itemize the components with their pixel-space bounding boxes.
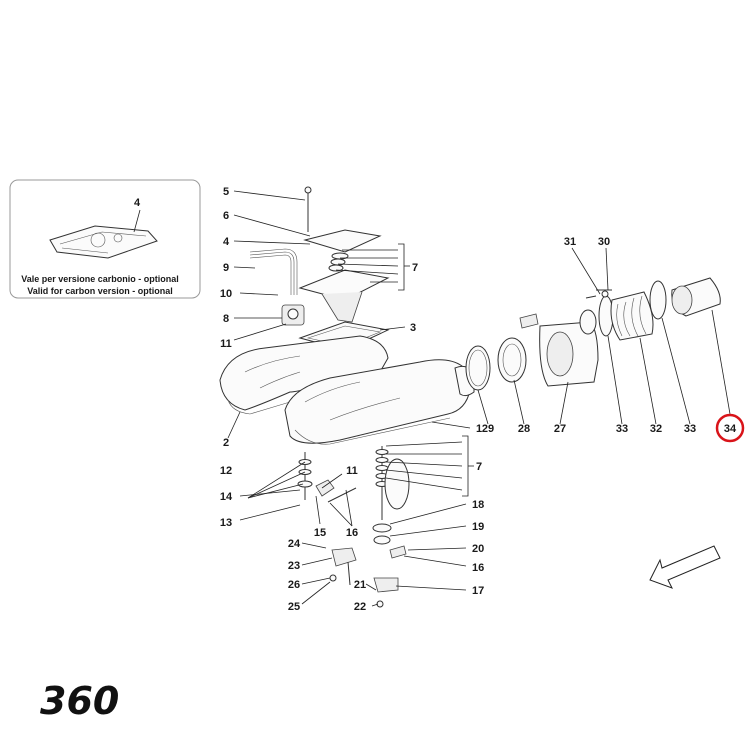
leader-lines: [227, 190, 731, 607]
label-12: 12: [220, 465, 232, 477]
model-badge: 360: [40, 679, 119, 723]
label-33-left: 33: [616, 423, 628, 435]
label-24: 24: [288, 538, 301, 550]
label-16-right: 16: [472, 562, 484, 574]
label-7-upper: 7: [412, 262, 418, 274]
adapter-28: [497, 337, 527, 383]
label-11-lower: 11: [346, 465, 358, 477]
label-11: 11: [220, 338, 232, 350]
label-8: 8: [223, 313, 229, 325]
intake-assembly: [465, 277, 721, 391]
label-29: 29: [482, 423, 494, 435]
label-15: 15: [314, 527, 326, 539]
inset-cover-plate: [49, 225, 158, 259]
inset-carbon-cover: 4 Vale per versione carbonio - optional …: [9, 179, 201, 299]
label-32: 32: [650, 423, 662, 435]
clamp-29: [465, 345, 491, 391]
label-4: 4: [223, 236, 230, 248]
label-5: 5: [223, 186, 229, 198]
label-10: 10: [220, 288, 232, 300]
label-22: 22: [354, 601, 366, 613]
label-1: 1: [476, 423, 482, 435]
label-19: 19: [472, 521, 484, 533]
label-30: 30: [598, 236, 610, 248]
label-27: 27: [554, 423, 566, 435]
highlight-ring-34: [715, 413, 745, 443]
label-31: 31: [564, 236, 576, 248]
label-9: 9: [223, 262, 229, 274]
label-25: 25: [288, 601, 300, 613]
part-labels: 5 6 4 9 10 8 11 7 3 2 1 12 14 13 11 15 1…: [220, 186, 745, 613]
label-26: 26: [288, 579, 300, 591]
label-23: 23: [288, 560, 300, 572]
label-33-right: 33: [684, 423, 696, 435]
inset-part-number: 4: [134, 197, 141, 209]
direction-arrow: [649, 545, 721, 589]
label-20: 20: [472, 543, 484, 555]
label-6: 6: [223, 210, 229, 222]
inset-note-english: Valid for carbon version - optional: [27, 286, 173, 296]
label-17: 17: [472, 585, 484, 597]
label-18: 18: [472, 499, 484, 511]
label-13: 13: [220, 517, 232, 529]
label-3: 3: [410, 322, 416, 334]
label-16-left: 16: [346, 527, 358, 539]
label-28: 28: [518, 423, 530, 435]
label-21: 21: [354, 579, 366, 591]
label-2: 2: [223, 437, 229, 449]
label-14: 14: [220, 491, 233, 503]
label-34: 34: [724, 423, 737, 435]
clamp-33-right: [649, 280, 667, 320]
inset-note-italian: Vale per versione carbonio - optional: [21, 274, 179, 284]
label-7-lower: 7: [476, 461, 482, 473]
